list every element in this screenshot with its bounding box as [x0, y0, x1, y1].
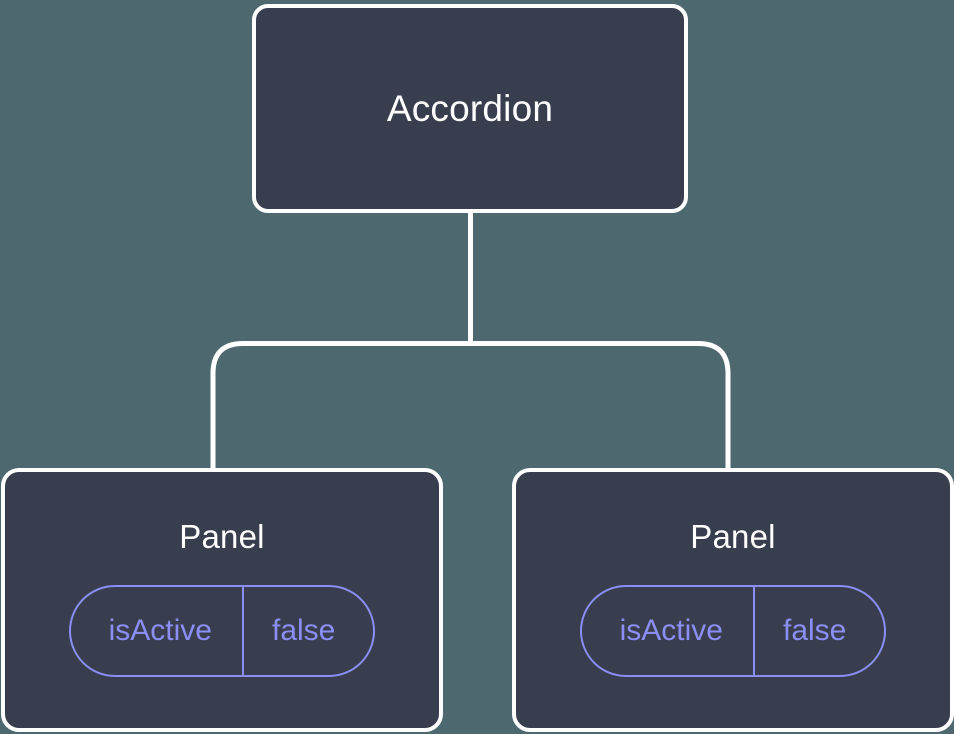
state-pill-left[interactable]: isActive false	[68, 585, 376, 677]
state-value-left: false	[241, 587, 373, 675]
node-accordion-label: Accordion	[386, 88, 554, 129]
node-panel-right[interactable]: Panel isActive false	[512, 468, 954, 732]
node-panel-left-label: Panel	[179, 518, 265, 555]
state-key-right: isActive	[619, 614, 723, 647]
edge-to-panel-right	[470, 341, 731, 470]
state-pill-right[interactable]: isActive false	[579, 585, 887, 677]
edge-to-panel-left	[210, 341, 471, 470]
node-accordion[interactable]: Accordion	[252, 4, 688, 213]
state-value-right: false	[752, 587, 884, 675]
node-panel-right-label: Panel	[690, 518, 776, 555]
state-key-left: isActive	[108, 614, 212, 647]
node-panel-left[interactable]: Panel isActive false	[1, 468, 443, 732]
